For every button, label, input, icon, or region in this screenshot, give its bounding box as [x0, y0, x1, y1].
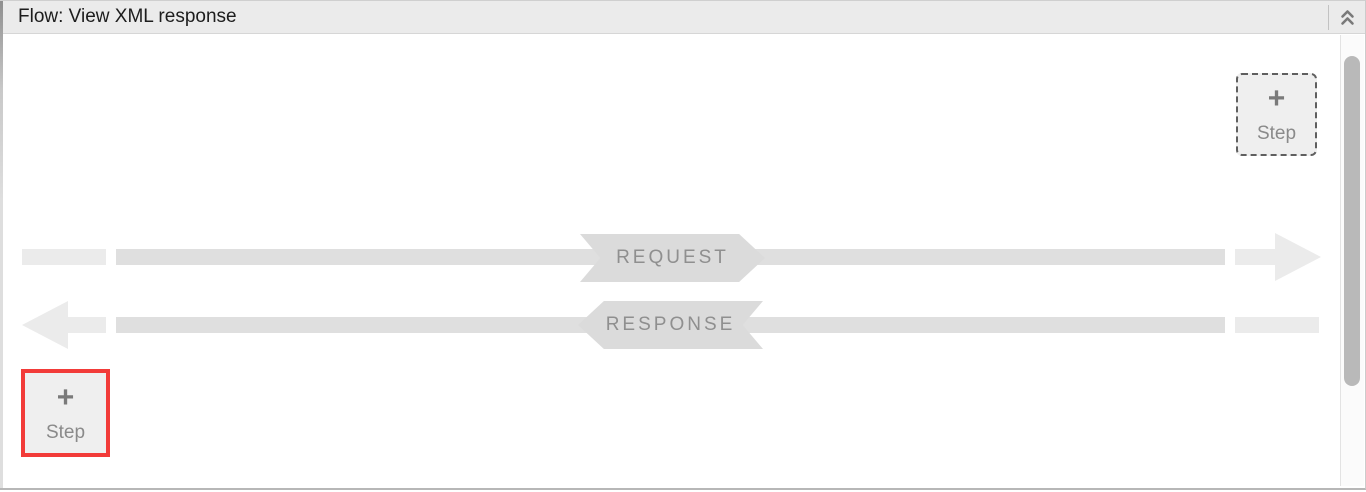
flow-canvas: REQUEST RESPONSE + Step + Step	[3, 35, 1364, 488]
request-badge: REQUEST	[580, 234, 765, 282]
response-arrow-shaft	[68, 317, 106, 333]
plus-icon: +	[56, 380, 75, 414]
response-arrowhead-left-icon	[22, 301, 68, 349]
panel-title: Flow: View XML response	[18, 6, 237, 27]
titlebar-separator	[1328, 5, 1329, 30]
panel-titlebar: Flow: View XML response	[0, 1, 1365, 34]
request-arrow-shaft	[1235, 249, 1277, 265]
add-step-button-bottom[interactable]: + Step	[21, 369, 110, 457]
add-step-label: Step	[1256, 123, 1297, 144]
collapse-panel-button[interactable]	[1330, 1, 1365, 33]
response-line-stub-right	[1235, 317, 1319, 333]
request-arrowhead-right-icon	[1275, 233, 1321, 281]
vertical-scrollbar-track[interactable]	[1340, 35, 1364, 486]
vertical-scrollbar-thumb[interactable]	[1344, 56, 1360, 386]
chevrons-up-icon	[1341, 9, 1354, 25]
request-line-stub-left	[22, 249, 106, 265]
add-step-button-top[interactable]: + Step	[1236, 73, 1317, 156]
response-badge: RESPONSE	[578, 301, 763, 349]
add-step-label: Step	[45, 421, 86, 443]
plus-icon: +	[1267, 82, 1286, 115]
panel-left-edge	[0, 1, 3, 488]
